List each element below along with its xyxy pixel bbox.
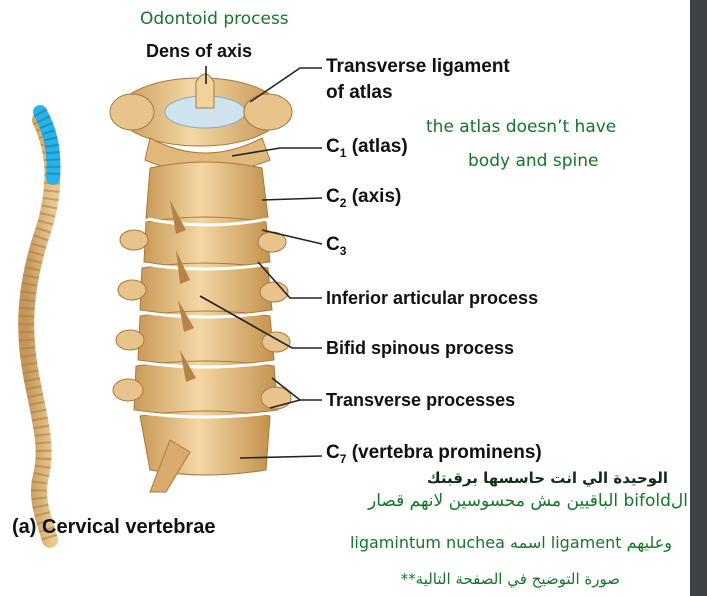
c2-prefix: C: [326, 186, 340, 207]
c3-label: C3: [326, 234, 346, 262]
c2-suffix: (axis): [346, 186, 401, 207]
arabic-note-prominens: الوحيدة الي انت حاسسها برقبتك: [440, 468, 668, 488]
c1-prefix: C: [326, 136, 340, 157]
inferior-articular-process-label: Inferior articular process: [326, 287, 538, 309]
c3-prefix: C: [326, 234, 340, 255]
c7-vertebra-prominens-label: C7 (vertebra prominens): [326, 442, 542, 470]
c1-atlas-label: C1 (atlas): [326, 136, 408, 164]
odontoid-process-label: Odontoid process: [140, 8, 289, 30]
transverse-ligament-label-line2: of atlas: [326, 82, 393, 104]
c3-subscript: 3: [340, 244, 347, 258]
c2-axis-label: C2 (axis): [326, 186, 401, 214]
atlas-note-line2: body and spine: [468, 150, 598, 172]
spine-thumbnail: [26, 112, 53, 540]
transverse-processes-label: Transverse processes: [326, 389, 515, 411]
transverse-ligament-label-line1: Transverse ligament: [326, 56, 510, 78]
c1-suffix: (atlas): [346, 136, 407, 157]
cervical-column: [110, 74, 292, 492]
c7-prefix: C: [326, 442, 340, 463]
arabic-note-bifid: الbifold الباقيين مش محسوسين لانهم قصار: [268, 490, 688, 512]
arabic-note-next-page: صورة التوضيح في الصفحة التالية**: [300, 568, 620, 590]
bifid-spinous-process-label: Bifid spinous process: [326, 337, 514, 359]
dens-of-axis-label: Dens of axis: [146, 40, 252, 62]
figure-caption: (a) Cervical vertebrae: [12, 516, 215, 538]
right-sidebar: [690, 0, 707, 596]
leader-c2: [262, 198, 322, 200]
atlas-note-line1: the atlas doesn’t have: [426, 116, 616, 138]
arabic-note-ligament: وعليهم ligament اسمه ligamintum nuchea: [270, 532, 672, 554]
c7-suffix: (vertebra prominens): [346, 442, 541, 463]
